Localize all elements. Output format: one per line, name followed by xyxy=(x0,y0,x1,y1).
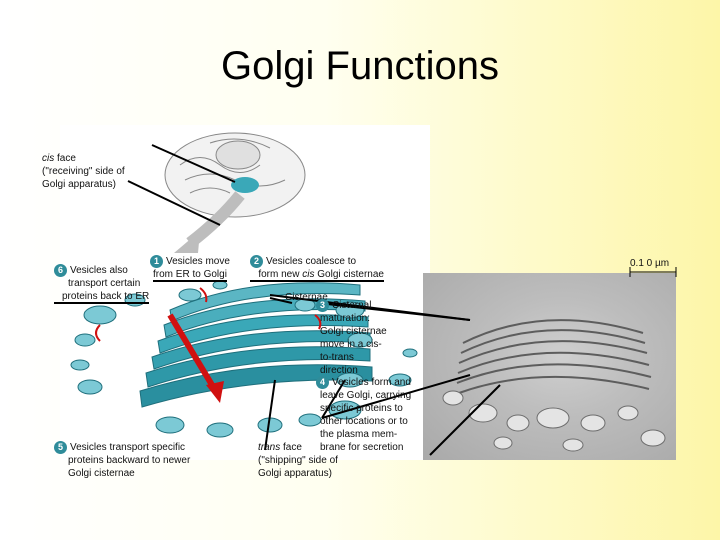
step-1-badge: 1 xyxy=(150,255,163,268)
cell-sketch xyxy=(164,132,306,218)
trans-face-label: trans face ("shipping" side of Golgi app… xyxy=(258,442,338,479)
vesicles xyxy=(70,280,418,438)
electron-micrograph xyxy=(423,273,676,460)
golgi-diagram-svg xyxy=(70,132,418,438)
step-6-badge: 6 xyxy=(54,264,67,277)
red-arrowhead xyxy=(206,381,224,403)
step-2-badge: 2 xyxy=(250,255,263,268)
small-red-arrow xyxy=(314,314,322,330)
scale-bar xyxy=(629,267,677,277)
small-red-arrow xyxy=(199,287,208,303)
red-direction-arrow xyxy=(167,313,218,392)
cisternae-label: Cisternae xyxy=(285,292,328,303)
golgi-stack xyxy=(139,282,373,408)
step-3-badge: 3 xyxy=(316,299,329,312)
slide-title: Golgi Functions xyxy=(221,44,499,88)
step-5-badge: 5 xyxy=(54,441,67,454)
step-4-badge: 4 xyxy=(316,376,329,389)
zoom-arrowhead xyxy=(174,231,200,253)
scale-bar-label: 0.1 0 µm xyxy=(630,258,670,269)
golgi-highlight xyxy=(231,177,259,193)
micrograph-svg xyxy=(442,319,666,452)
cis-face-label: cis face ("receiving" side of Golgi appa… xyxy=(42,153,125,190)
small-red-arrow xyxy=(95,324,101,342)
